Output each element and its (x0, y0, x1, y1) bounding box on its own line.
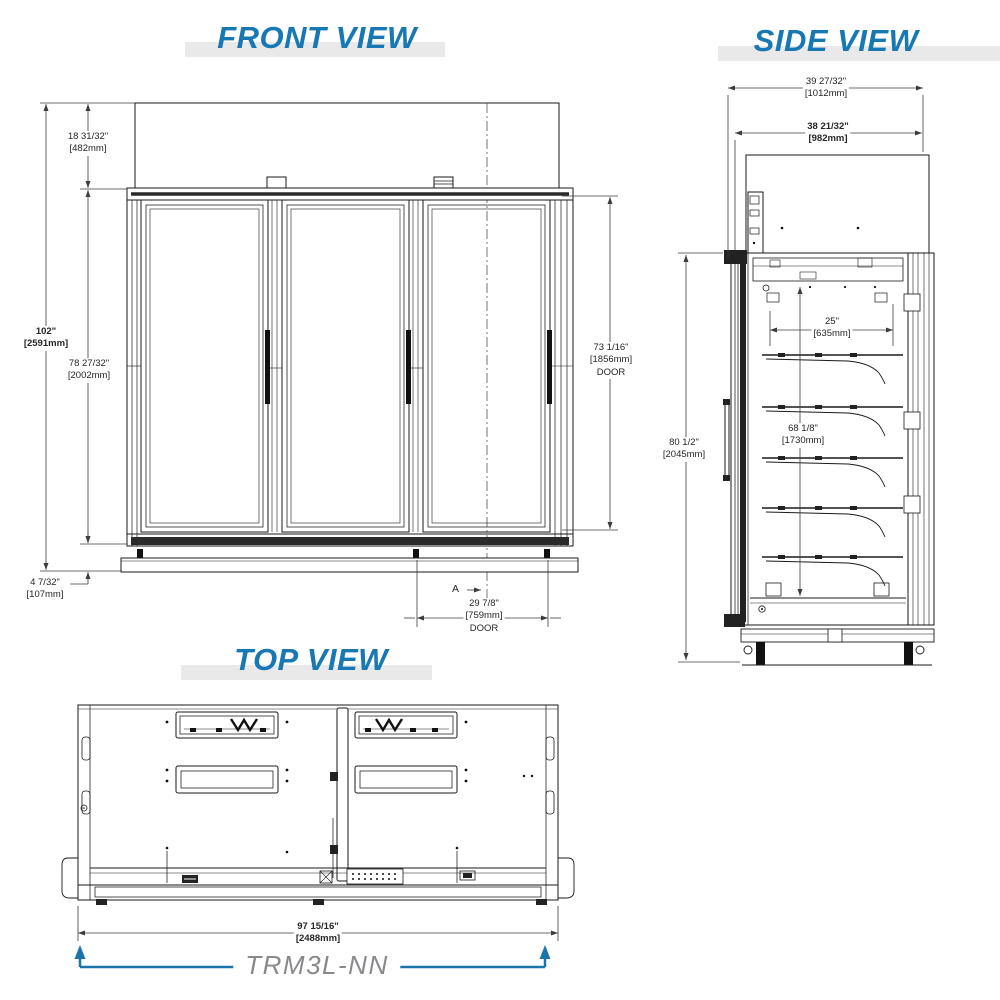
door-handle-2 (406, 330, 411, 404)
top-vent-4 (354, 765, 458, 794)
side-shelves (762, 353, 903, 587)
dim-door-width: 29 7/8" [759mm] DOOR (463, 598, 505, 636)
dim-inches: 29 7/8" (469, 598, 499, 609)
model-number: TRM3L-NN (233, 950, 401, 981)
footer-arrow-right (539, 945, 551, 959)
dim-inches: 97 15/16" (297, 921, 339, 932)
dim-inches: 18 31/32" (67, 131, 109, 142)
side-body (730, 252, 935, 626)
dim-mm: [2591mm] (23, 338, 69, 350)
dim-mm: [482mm] (69, 143, 107, 155)
side-view-title: SIDE VIEW (753, 23, 919, 58)
dim-inches: 4 7/32" (30, 577, 60, 588)
footer-arrow-left (74, 945, 86, 959)
dim-inches: 78 27/32" (68, 358, 110, 369)
top-vent-fan-2 (354, 711, 458, 739)
dim-note: DOOR (596, 366, 626, 378)
dim-mm: [2002mm] (67, 370, 111, 382)
dim-inches: 39 27/32" (805, 76, 847, 87)
top-view-title-bar (181, 665, 432, 680)
top-vent-3 (175, 765, 279, 794)
dim-base-height: 4 7/32" [107mm] (24, 577, 66, 602)
dim-shelf-depth: 25" [635mm] (811, 316, 853, 341)
dim-note: DOOR (469, 622, 499, 634)
dim-opening-height: 78 27/32" [2002mm] (65, 358, 113, 383)
side-canopy (745, 154, 930, 254)
dim-mm: [2045mm] (662, 449, 706, 461)
dim-depth-body: 38 21/32" [982mm] (805, 121, 851, 146)
dim-inches: 25" (825, 316, 839, 327)
dim-interior-height: 68 1/8" [1730mm] (779, 423, 827, 448)
dim-mm: [1730mm] (781, 435, 825, 447)
section-marker-a: A (452, 583, 460, 595)
front-view-title-bar (185, 42, 445, 57)
side-leg-rear (904, 642, 913, 665)
front-frame (126, 187, 574, 547)
dim-mm: [1012mm] (804, 88, 848, 100)
side-view-dimensions (678, 85, 924, 663)
front-door-3 (422, 199, 551, 533)
dim-inches: 73 1/16" (593, 342, 629, 353)
top-drain-grille (346, 868, 404, 885)
top-vent-fan-1 (175, 711, 279, 739)
side-leg-front (756, 642, 765, 665)
dim-overall-height: 102" [2591mm] (21, 326, 71, 351)
side-view-title-bar (718, 46, 1000, 61)
dim-mm: [1856mm] (589, 354, 633, 366)
top-view-title: TOP VIEW (234, 642, 388, 677)
front-view-drawing (120, 102, 579, 601)
dim-side-door-height: 80 1/2" [2045mm] (660, 437, 708, 462)
front-base-platform (120, 557, 579, 573)
front-view-title: FRONT VIEW (217, 20, 417, 55)
dim-mm: [107mm] (26, 589, 64, 601)
side-door-handle (724, 401, 730, 479)
front-door-2 (281, 199, 410, 533)
front-door-1 (140, 199, 269, 533)
dim-mm: [982mm] (808, 133, 848, 145)
side-view-drawing (723, 154, 935, 666)
dim-mm: [635mm] (813, 328, 851, 340)
dim-door-height: 73 1/16" [1856mm] DOOR (587, 342, 635, 380)
dim-inches: 38 21/32" (807, 121, 849, 132)
dim-canopy-height: 18 31/32" [482mm] (65, 131, 111, 156)
top-body (77, 704, 559, 901)
door-handle-1 (265, 330, 270, 404)
dim-mm: [2488mm] (295, 933, 341, 945)
top-view-drawing (61, 704, 575, 905)
dim-inches: 68 1/8" (788, 423, 818, 434)
dim-overall-width: 97 15/16" [2488mm] (293, 921, 343, 946)
model-footer-accent (74, 945, 551, 969)
dim-inches: 80 1/2" (669, 437, 699, 448)
door-handle-3 (547, 330, 552, 404)
dim-inches: 102" (35, 326, 57, 337)
front-canopy (134, 102, 560, 189)
top-center-mullion (336, 707, 349, 882)
dim-mm: [759mm] (465, 610, 503, 622)
side-door (740, 256, 746, 622)
dim-depth-overall: 39 27/32" [1012mm] (802, 76, 850, 101)
